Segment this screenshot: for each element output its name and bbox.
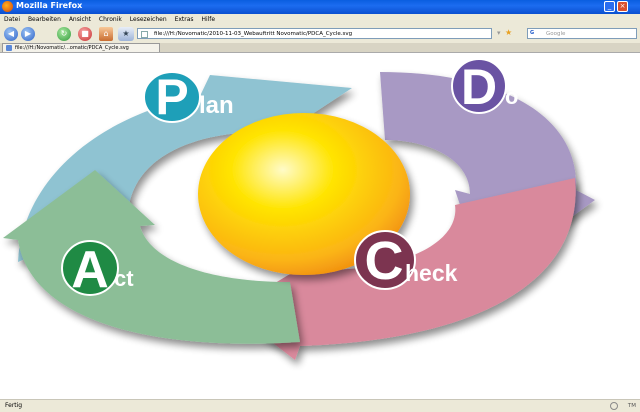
dropdown-icon[interactable]: ▾: [497, 29, 501, 37]
tab-strip: file:///H:/Novomatic/...omatic/PDCA_Cycl…: [0, 43, 640, 53]
minimize-button[interactable]: _: [604, 1, 615, 12]
tab-pdca[interactable]: file:///H:/Novomatic/...omatic/PDCA_Cycl…: [2, 43, 160, 52]
check-rest: heck: [405, 260, 458, 286]
check-circle: [354, 230, 416, 290]
stop-button[interactable]: ■: [78, 27, 92, 41]
act-circle: [61, 240, 119, 296]
reload-button[interactable]: ↻: [57, 27, 71, 41]
window-title: Mozilla Firefox: [16, 1, 83, 10]
center-sphere: [198, 113, 410, 275]
search-input[interactable]: G Google: [527, 28, 637, 39]
tab-favicon-icon: [6, 45, 12, 51]
menu-item-lesezeichen[interactable]: Lesezeichen: [129, 16, 167, 23]
navigation-toolbar: ◀ ▶ ↻ ■ ⌂ ★ file:///H:/Novomatic/2010-11…: [0, 25, 640, 44]
home-button[interactable]: ⌂: [99, 27, 113, 41]
plan-initial: P: [155, 69, 188, 125]
pdca-cycle-diagram: P lan D o C heck A ct: [3, 58, 595, 360]
do-circle: [451, 58, 507, 114]
status-bar: Fertig TM: [0, 399, 640, 412]
page-content: P lan D o C heck A ct: [0, 53, 640, 399]
status-text: Fertig: [5, 402, 23, 409]
act-rest: ct: [114, 266, 134, 291]
menu-bar: Datei Bearbeiten Ansicht Chronik Lesezei…: [0, 14, 640, 25]
search-placeholder: Google: [546, 31, 566, 37]
do-rest: o: [505, 84, 518, 109]
menu-item-bearbeiten[interactable]: Bearbeiten: [27, 16, 61, 23]
search-engine-icon[interactable]: G: [530, 30, 535, 36]
forward-button[interactable]: ▶: [21, 27, 35, 41]
url-text: file:///H:/Novomatic/2010-11-03_Webauftr…: [154, 31, 353, 37]
act-arrow: [3, 170, 300, 344]
status-extension-label: TM: [627, 403, 636, 409]
act-initial: A: [71, 241, 109, 299]
menu-item-extras[interactable]: Extras: [174, 16, 194, 23]
plan-circle: [143, 71, 201, 123]
page-icon: [141, 31, 148, 38]
tab-label: file:///H:/Novomatic/...omatic/PDCA_Cycl…: [15, 45, 129, 51]
plan-rest: lan: [199, 92, 234, 119]
plan-label-group: P lan: [143, 69, 234, 125]
menu-item-hilfe[interactable]: Hilfe: [201, 16, 216, 23]
status-indicator-icon: [610, 402, 618, 410]
bookmark-button[interactable]: ★: [118, 27, 134, 41]
firefox-logo-icon: [2, 1, 13, 12]
back-button[interactable]: ◀: [4, 27, 18, 41]
act-label-group: A ct: [61, 240, 134, 299]
check-initial: C: [365, 231, 404, 291]
url-bar[interactable]: file:///H:/Novomatic/2010-11-03_Webauftr…: [137, 28, 492, 39]
do-label-group: D o: [451, 58, 518, 115]
menu-item-datei[interactable]: Datei: [4, 16, 21, 23]
star-icon[interactable]: ★: [505, 28, 513, 37]
do-initial: D: [461, 59, 497, 115]
menu-item-ansicht[interactable]: Ansicht: [68, 16, 91, 23]
close-button[interactable]: ×: [617, 1, 628, 12]
title-bar: Mozilla Firefox _ ×: [0, 0, 640, 14]
check-label-group: C heck: [354, 230, 458, 291]
menu-item-chronik[interactable]: Chronik: [98, 16, 122, 23]
